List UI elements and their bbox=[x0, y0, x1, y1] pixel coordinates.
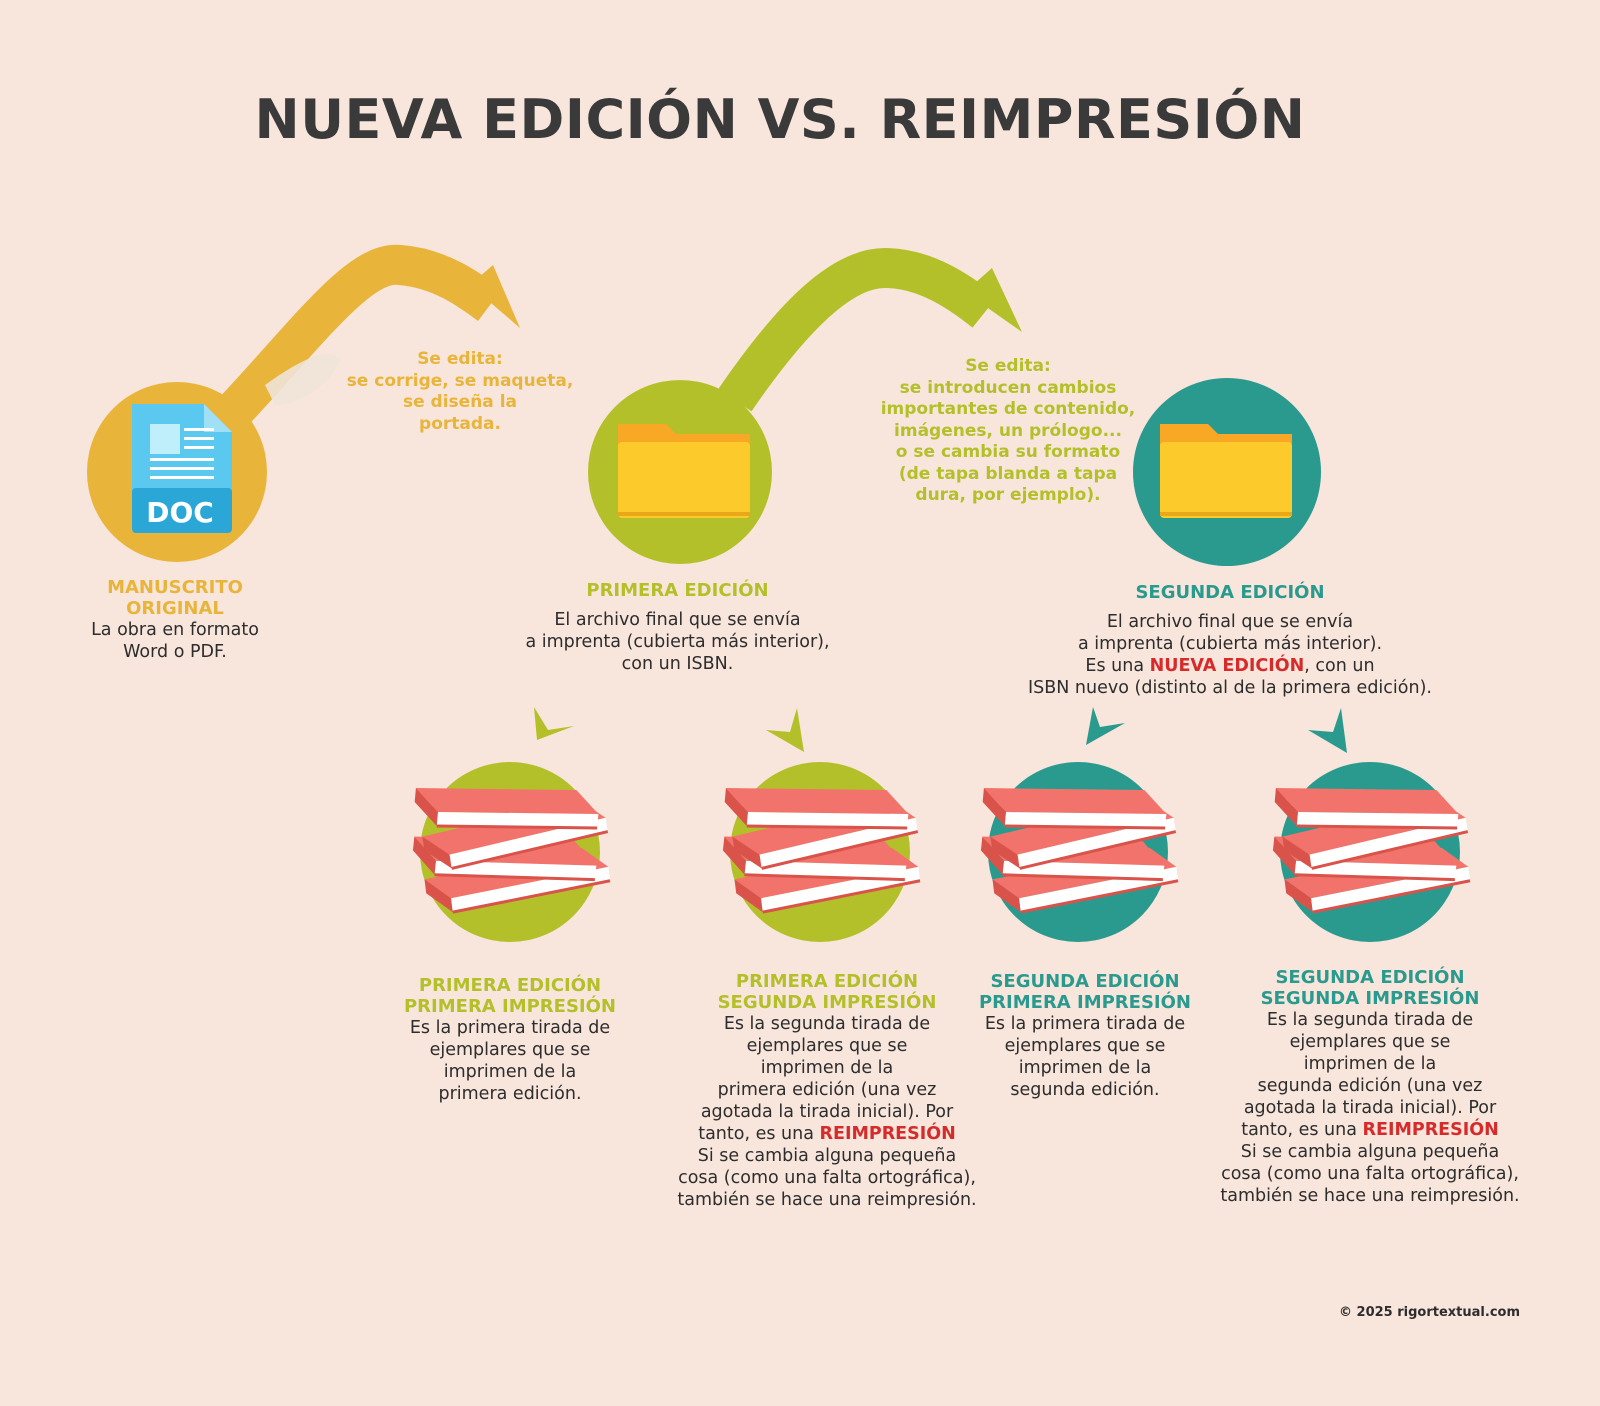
printing-desc: primera edición. bbox=[438, 1084, 582, 1104]
primera-edicion-block: PRIMERA EDICIÓN El archivo final que se … bbox=[500, 580, 855, 675]
edit-note-line: imágenes, un prólogo... bbox=[894, 420, 1122, 441]
printing-desc: Si se cambia alguna pequeña bbox=[1240, 1142, 1500, 1162]
printing-title: PRIMERA EDICIÓN bbox=[735, 971, 919, 992]
page-title: NUEVA EDICIÓN VS. REIMPRESIÓN bbox=[254, 88, 1306, 151]
printing-desc: Es la primera tirada de bbox=[409, 1018, 611, 1038]
printing-desc: segunda edición (una vez bbox=[1257, 1076, 1483, 1096]
printing-desc: Es la segunda tirada de bbox=[1266, 1010, 1474, 1030]
segunda-edicion-block: SEGUNDA EDICIÓN El archivo final que se … bbox=[1000, 582, 1460, 699]
edit-note-2: Se edita: se introducen cambios importan… bbox=[868, 356, 1148, 507]
copyright: © 2025 rigortextual.com bbox=[1339, 1305, 1520, 1320]
reimpresion-highlight: REIMPRESIÓN bbox=[1362, 1120, 1499, 1140]
segunda-desc: ISBN nuevo (distinto al de la primera ed… bbox=[1028, 678, 1432, 698]
edit-note-line: portada. bbox=[419, 413, 501, 434]
printing-subtitle: SEGUNDA IMPRESIÓN bbox=[1260, 988, 1480, 1009]
primera-desc: a imprenta (cubierta más interior), bbox=[525, 632, 830, 652]
printing-desc: imprimen de la bbox=[1018, 1058, 1152, 1078]
down-arrow-icon bbox=[1308, 708, 1347, 753]
arrow-head-icon bbox=[965, 268, 1022, 332]
segunda-desc-pre: Es una bbox=[1085, 656, 1150, 676]
printing-title: PRIMERA EDICIÓN bbox=[418, 975, 602, 996]
curved-arrow-icon bbox=[718, 247, 998, 412]
printing-desc: Es la primera tirada de bbox=[984, 1014, 1186, 1034]
nueva-edicion-highlight: NUEVA EDICIÓN bbox=[1149, 656, 1305, 676]
reimpresion-highlight: REIMPRESIÓN bbox=[819, 1124, 956, 1144]
printing-title: SEGUNDA EDICIÓN bbox=[990, 971, 1180, 992]
edit-note-line: importantes de contenido, bbox=[880, 399, 1136, 419]
segunda-edicion-title: SEGUNDA EDICIÓN bbox=[1135, 582, 1325, 603]
segunda-desc: a imprenta (cubierta más interior). bbox=[1077, 634, 1383, 654]
folder-icon bbox=[618, 424, 750, 518]
down-arrow-icon bbox=[534, 707, 574, 740]
printing-desc: ejemplares que se bbox=[1289, 1032, 1451, 1052]
printing-desc: Es la segunda tirada de bbox=[723, 1014, 931, 1034]
edit-note-line: o se cambia su formato bbox=[895, 442, 1121, 462]
primera-desc: con un ISBN. bbox=[621, 654, 734, 674]
curved-arrow-icon bbox=[220, 244, 502, 424]
arrow-head-icon bbox=[470, 265, 520, 328]
down-arrow-icon bbox=[766, 708, 804, 752]
printing-desc: cosa (como una falta ortográfica), bbox=[678, 1168, 976, 1188]
doc-label: DOC bbox=[146, 496, 214, 529]
printing-desc: también se hace una reimpresión. bbox=[677, 1190, 977, 1210]
edit-note-line: (de tapa blanda a tapa bbox=[898, 463, 1118, 484]
segunda-desc-red-line: Es una NUEVA EDICIÓN, con un bbox=[1000, 655, 1460, 677]
printing-desc: imprimen de la bbox=[443, 1062, 577, 1082]
edit-note-line: Se edita: bbox=[965, 356, 1051, 376]
printing-desc: agotada la tirada inicial). Por bbox=[1243, 1098, 1497, 1118]
manuscript-desc: La obra en formato bbox=[91, 620, 259, 640]
segunda-desc: El archivo final que se envía bbox=[1106, 612, 1354, 632]
printing-desc: agotada la tirada inicial). Por bbox=[700, 1102, 954, 1122]
doc-file-icon: DOC bbox=[132, 404, 232, 533]
manuscript-title-2: ORIGINAL bbox=[126, 598, 224, 619]
edit-note-line: se introducen cambios bbox=[899, 377, 1117, 398]
manuscript-title: MANUSCRITO bbox=[107, 577, 243, 598]
printing-desc: ejemplares que se bbox=[1004, 1036, 1166, 1056]
printing-block: PRIMERA EDICIÓN PRIMERA IMPRESIÓN Es la … bbox=[385, 975, 635, 1105]
folder-icon bbox=[1160, 424, 1292, 518]
printing-desc: también se hace una reimpresión. bbox=[1220, 1186, 1520, 1206]
printing-subtitle: PRIMERA IMPRESIÓN bbox=[978, 992, 1191, 1013]
printing-reimpresion-line: tanto, es una REIMPRESIÓN bbox=[662, 1123, 992, 1145]
printing-desc-pre: tanto, es una bbox=[698, 1124, 820, 1144]
printing-title: SEGUNDA EDICIÓN bbox=[1275, 967, 1465, 988]
printing-desc: imprimen de la bbox=[1303, 1054, 1437, 1074]
printing-block: SEGUNDA EDICIÓN PRIMERA IMPRESIÓN Es la … bbox=[965, 971, 1205, 1101]
primera-desc: El archivo final que se envía bbox=[554, 610, 801, 630]
manuscript-block: MANUSCRITO ORIGINAL La obra en formato W… bbox=[70, 577, 280, 663]
printing-desc: ejemplares que se bbox=[429, 1040, 591, 1060]
printing-subtitle: PRIMERA IMPRESIÓN bbox=[403, 996, 616, 1017]
printing-desc: primera edición (una vez bbox=[717, 1080, 937, 1100]
edit-note-1: Se edita: se corrige, se maqueta, se dis… bbox=[340, 349, 580, 435]
printing-desc: cosa (como una falta ortográfica), bbox=[1221, 1164, 1519, 1184]
printing-subtitle: SEGUNDA IMPRESIÓN bbox=[717, 992, 937, 1013]
primera-edicion-title: PRIMERA EDICIÓN bbox=[586, 580, 769, 601]
edit-note-line: Se edita: bbox=[417, 349, 503, 369]
down-arrow-icon bbox=[1086, 707, 1125, 745]
printing-desc: ejemplares que se bbox=[746, 1036, 908, 1056]
printing-block: SEGUNDA EDICIÓN SEGUNDA IMPRESIÓN Es la … bbox=[1205, 967, 1535, 1207]
printing-desc: segunda edición. bbox=[1010, 1080, 1160, 1100]
printing-reimpresion-line: tanto, es una REIMPRESIÓN bbox=[1205, 1119, 1535, 1141]
edit-note-line: se corrige, se maqueta, bbox=[346, 370, 574, 391]
printing-desc-pre: tanto, es una bbox=[1241, 1120, 1363, 1140]
printing-block: PRIMERA EDICIÓN SEGUNDA IMPRESIÓN Es la … bbox=[662, 971, 992, 1211]
segunda-desc-post: , con un bbox=[1304, 656, 1375, 676]
printing-desc: Si se cambia alguna pequeña bbox=[697, 1146, 957, 1166]
manuscript-desc-2: Word o PDF. bbox=[123, 642, 227, 662]
printing-desc: imprimen de la bbox=[760, 1058, 894, 1078]
edit-note-line: se diseña la bbox=[402, 392, 517, 412]
edit-note-line: dura, por ejemplo). bbox=[915, 485, 1101, 505]
